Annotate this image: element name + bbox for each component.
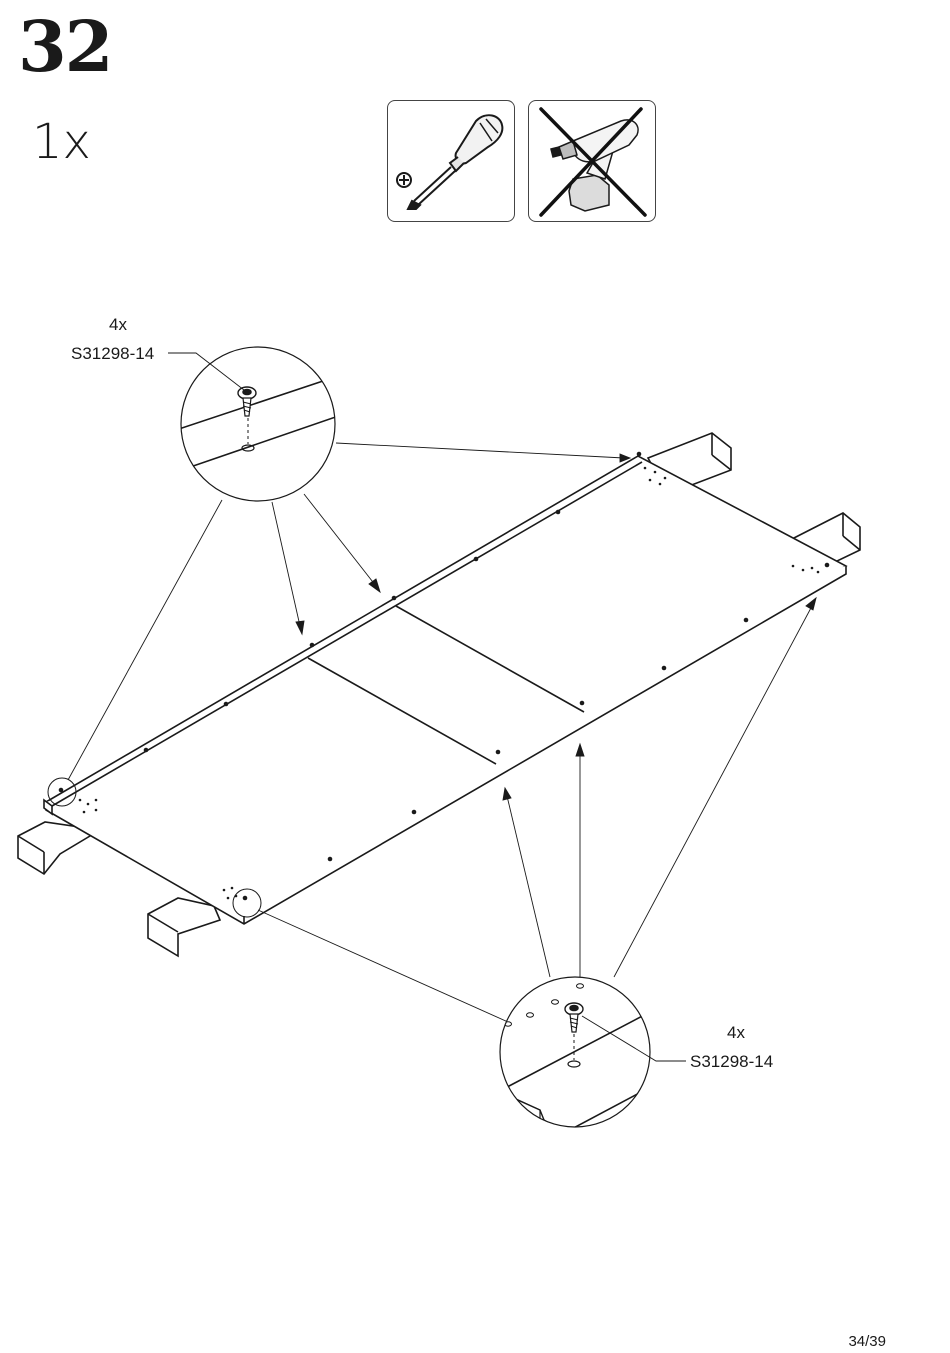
callout-top-part: S31298-14 <box>71 345 154 362</box>
callout-bottom-part: S31298-14 <box>690 1053 773 1070</box>
bottom-panel <box>44 456 846 924</box>
support-beam-bottom-mid <box>148 898 220 956</box>
callout-top-count: 4x <box>109 316 127 333</box>
zoom-detail-top <box>170 347 350 501</box>
page-number: 34/39 <box>848 1333 886 1350</box>
callout-bottom-count: 4x <box>727 1024 745 1041</box>
zoom-detail-bottom <box>490 977 660 1132</box>
